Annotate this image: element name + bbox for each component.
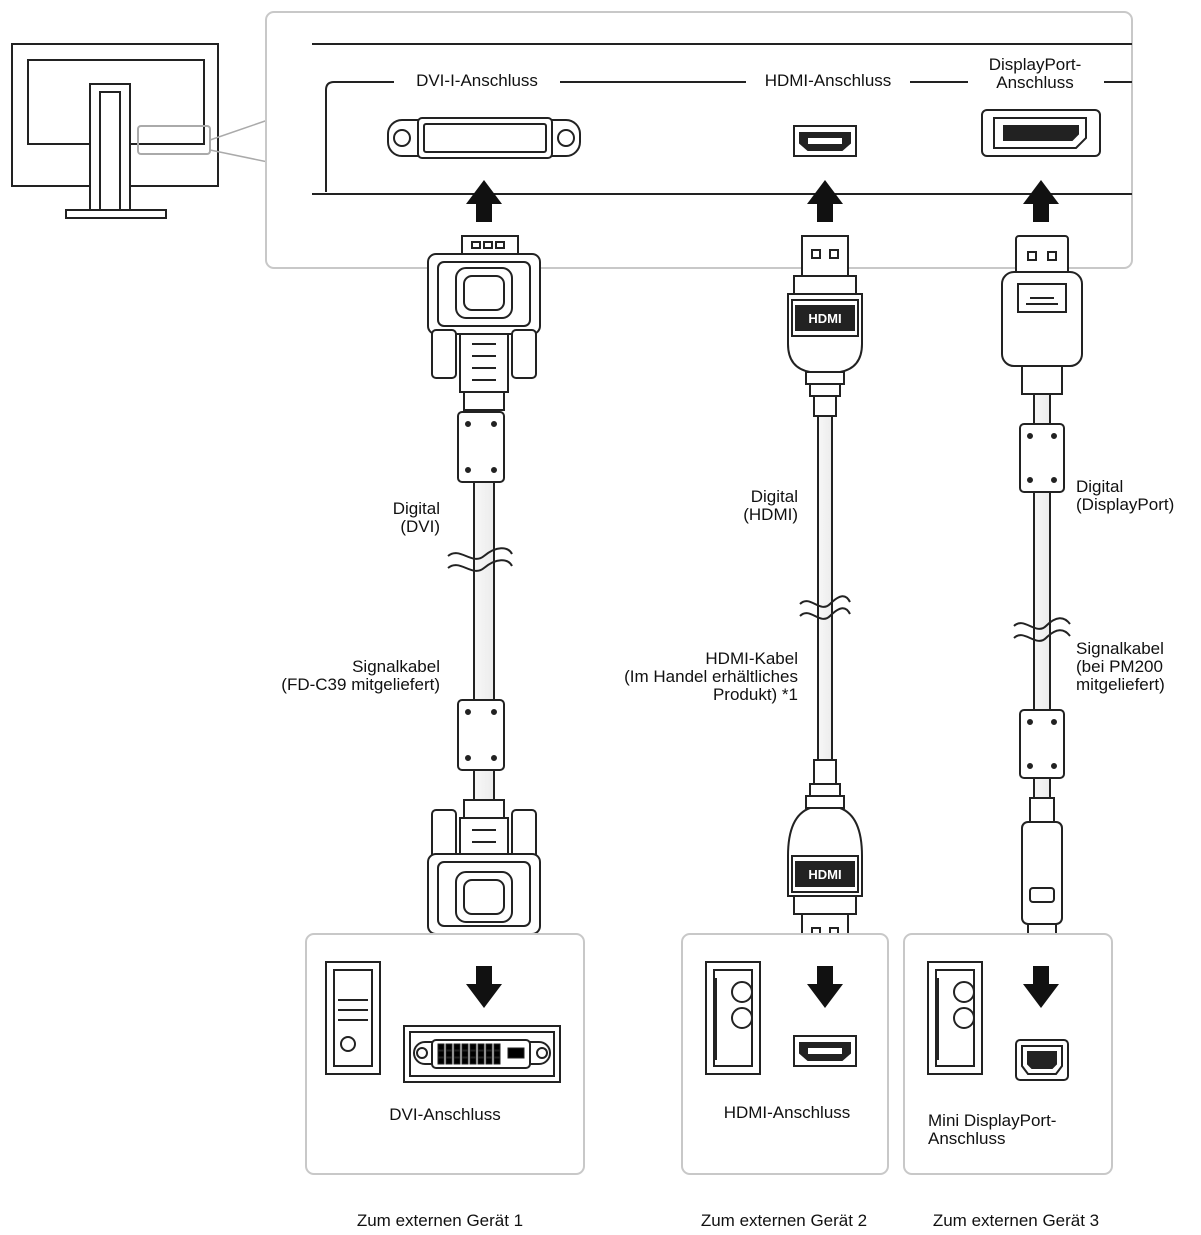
external-device-1-panel <box>305 933 585 1175</box>
dvi-signal-label: Digital (DVI) <box>392 499 440 536</box>
arrow-down-icon <box>466 966 502 1008</box>
device3-port-label: Mini DisplayPort- Anschluss <box>928 1111 1057 1148</box>
hdmi-port-icon <box>793 1035 857 1067</box>
device2-caption: Zum externen Gerät 2 <box>700 1211 868 1230</box>
hdmi-port-label: HDMI-Anschluss <box>764 71 892 90</box>
dvi-cable <box>427 235 541 953</box>
hdmi-signal-label: Digital (HDMI) <box>743 487 798 524</box>
arrow-up-icon <box>466 180 502 222</box>
hdmi-cable-label: HDMI-Kabel (Im Handel erhältliches Produ… <box>624 649 798 704</box>
dvi-port-icon <box>403 1025 561 1083</box>
mini-displayport-port-icon <box>1015 1039 1069 1081</box>
displayport-port-icon <box>981 109 1101 157</box>
hdmi-port-icon <box>793 125 857 157</box>
hdmi-cable <box>787 235 863 951</box>
hdmi-connector-logo: HDMI <box>808 311 841 326</box>
pc-tower-icon <box>705 961 761 1075</box>
device3-caption: Zum externen Gerät 3 <box>932 1211 1100 1230</box>
device2-port-label: HDMI-Anschluss <box>723 1103 851 1122</box>
external-device-2-panel <box>681 933 889 1175</box>
pc-tower-icon <box>325 961 381 1075</box>
device1-port-label: DVI-Anschluss <box>389 1105 501 1124</box>
arrow-up-icon <box>1023 180 1059 222</box>
dvi-i-port-icon <box>387 117 581 159</box>
arrow-down-icon <box>1023 966 1059 1008</box>
cable-break-icon <box>447 547 513 572</box>
displayport-cable-label: Signalkabel (bei PM200 mitgeliefert) <box>1076 639 1165 694</box>
displayport-cable <box>1001 235 1083 951</box>
arrow-up-icon <box>807 180 843 222</box>
dvi-cable-label: Signalkabel (FD-C39 mitgeliefert) <box>281 657 440 694</box>
displayport-signal-label: Digital (DisplayPort) <box>1076 477 1175 514</box>
dvi-i-port-label: DVI-I-Anschluss <box>416 71 538 90</box>
displayport-port-label: DisplayPort- Anschluss <box>988 55 1082 92</box>
arrow-down-icon <box>807 966 843 1008</box>
pc-tower-icon <box>927 961 983 1075</box>
monitor-icon <box>11 43 269 219</box>
device1-caption: Zum externen Gerät 1 <box>356 1211 524 1230</box>
cable-break-icon <box>799 595 851 620</box>
hdmi-connector-logo: HDMI <box>808 867 841 882</box>
external-device-3-panel <box>903 933 1113 1175</box>
cable-break-icon <box>1013 617 1071 642</box>
